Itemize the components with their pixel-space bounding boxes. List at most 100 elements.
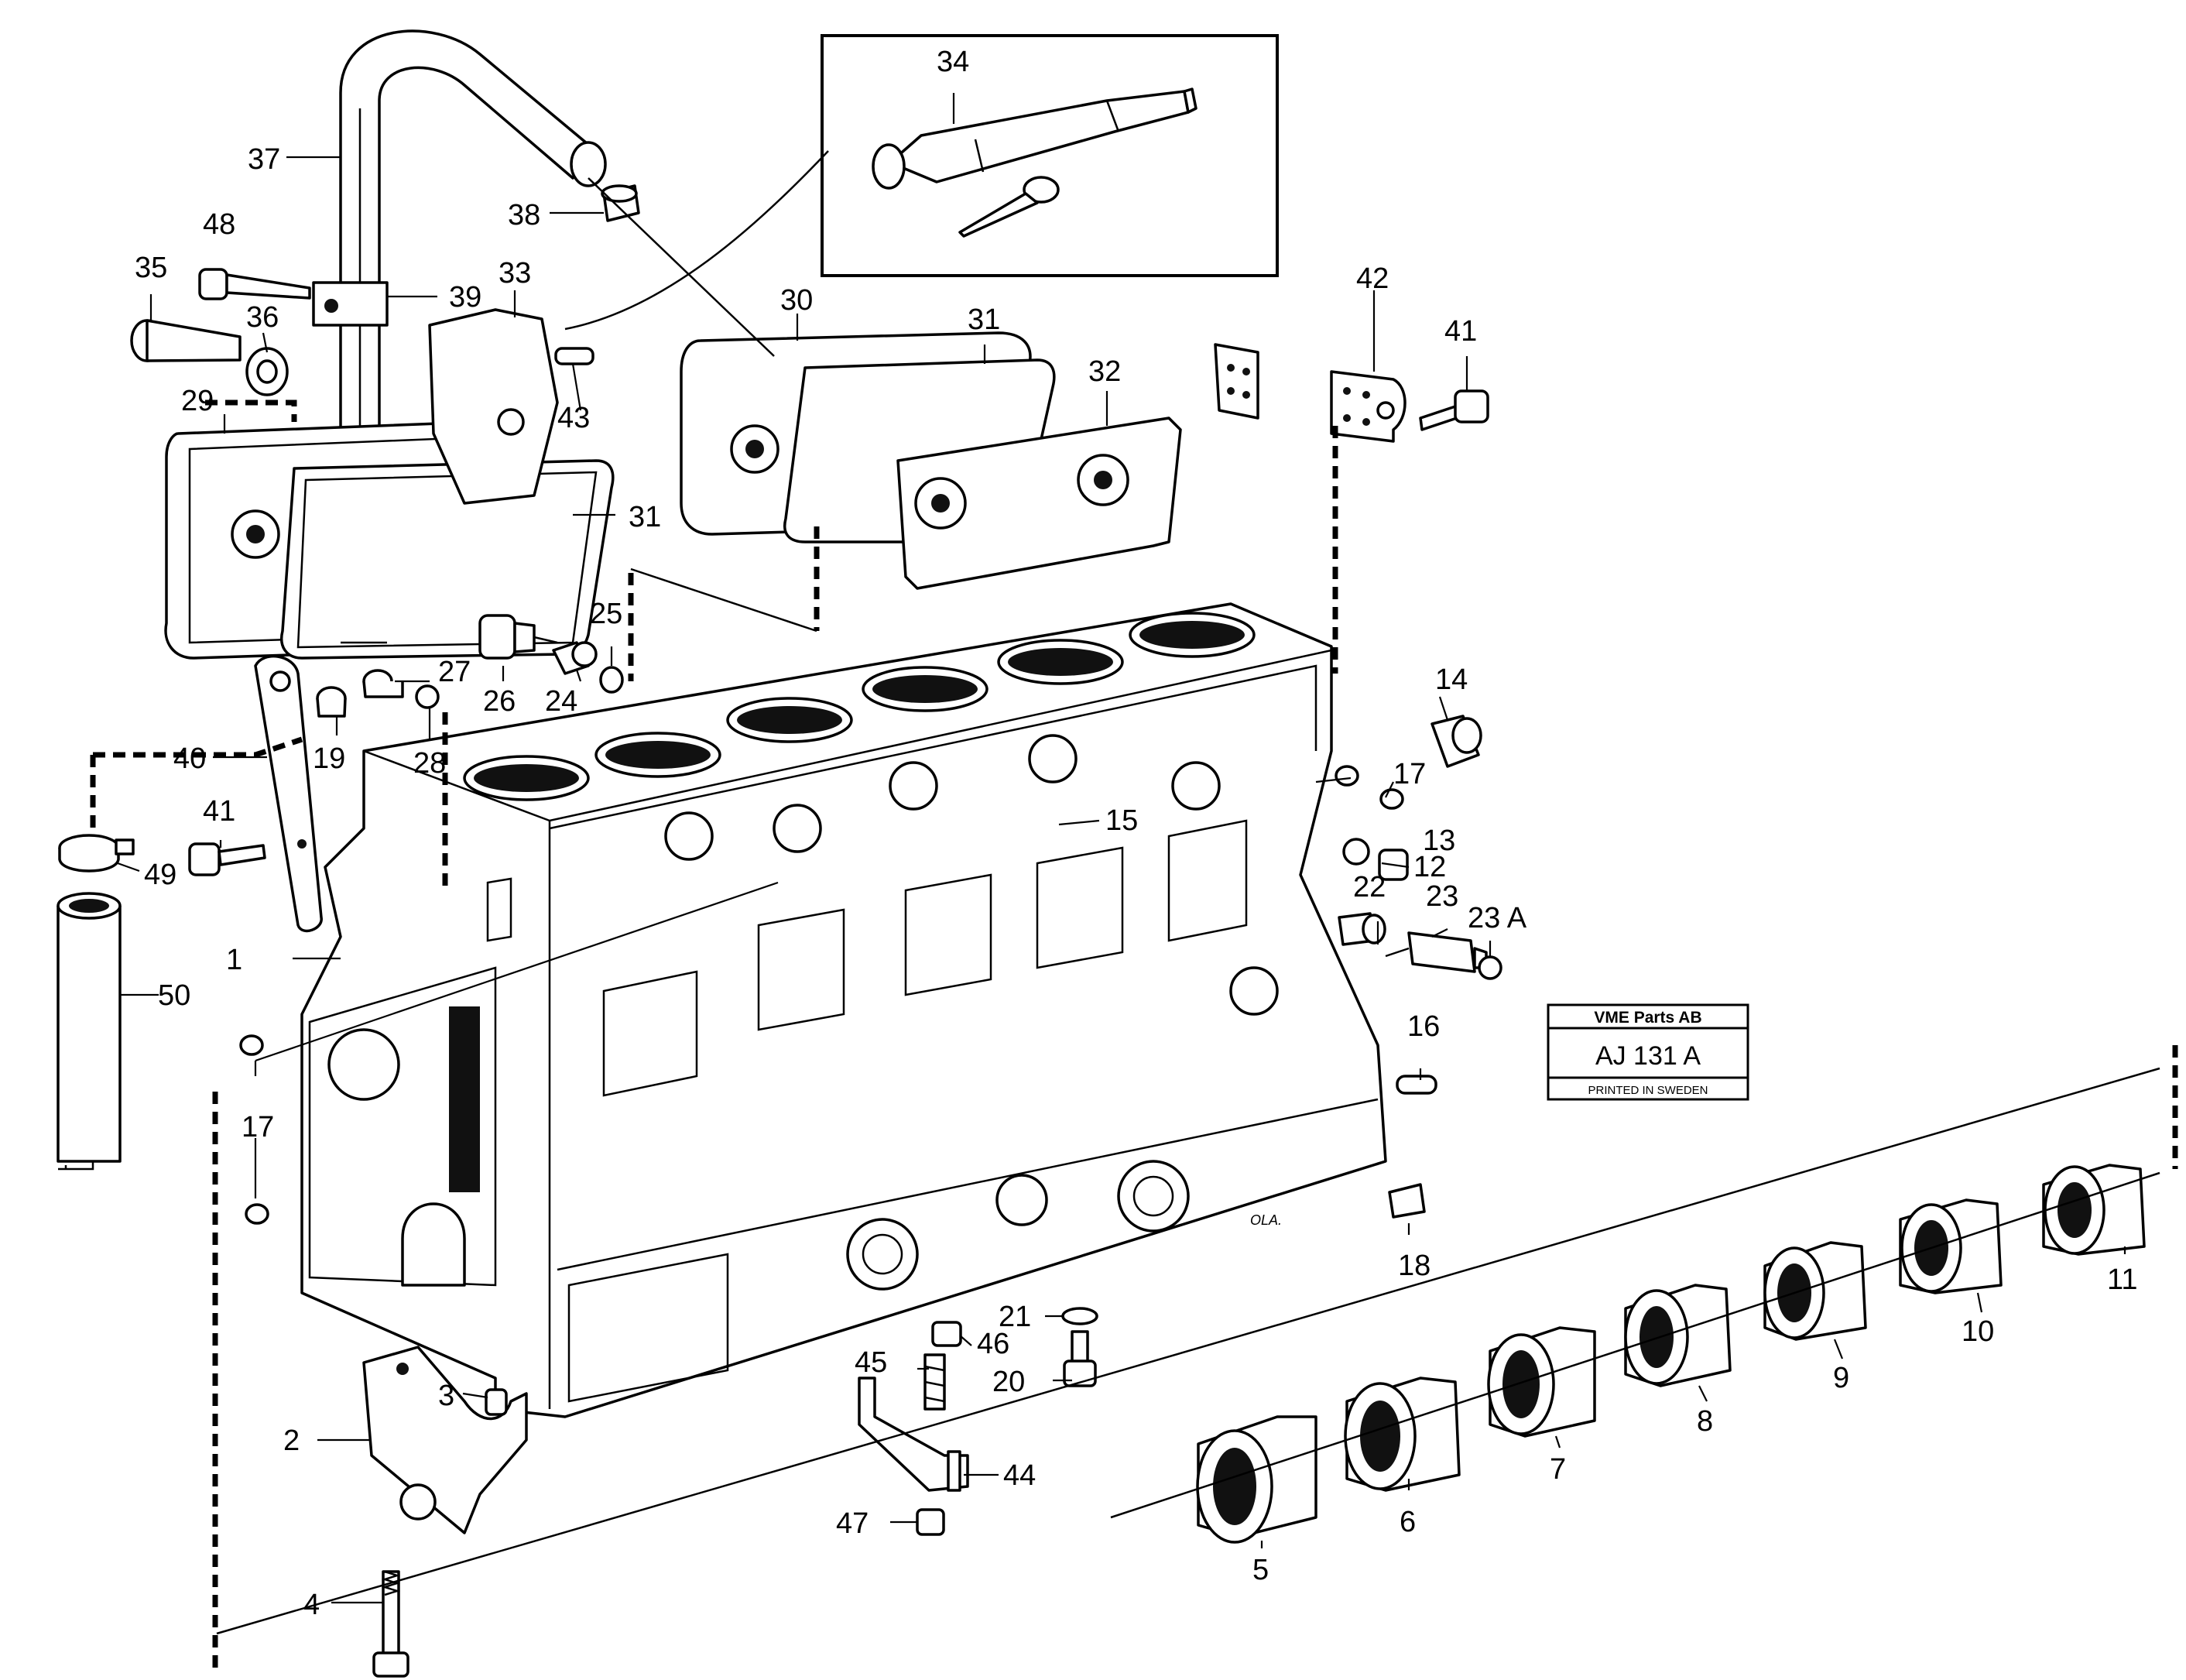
callout-43: 43 [557, 402, 590, 434]
nut-47 [916, 1508, 945, 1536]
callout-11: 11 [2107, 1263, 2137, 1296]
bushing-8 [1624, 1284, 1732, 1387]
callout-24: 24 [545, 685, 577, 718]
main-bearing-cap-2 [362, 1346, 528, 1534]
callout-9: 9 [1833, 1362, 1849, 1394]
callout-27: 27 [438, 656, 471, 688]
sensor-26 [478, 614, 558, 660]
bushing-11 [2042, 1164, 2146, 1256]
callout-26: 26 [483, 685, 516, 718]
bolt-48 [198, 268, 311, 300]
stamp-printed: PRINTED IN SWEDEN [1588, 1084, 1708, 1097]
callout-15: 15 [1105, 804, 1138, 837]
callout-22: 22 [1353, 871, 1386, 903]
inset-leader [564, 150, 829, 331]
hose-50 [57, 892, 122, 1163]
callout-7: 7 [1550, 1453, 1566, 1486]
parts-stamp: VME Parts AB AJ 131 A PRINTED IN SWEDEN [1547, 1003, 1749, 1101]
callout-14: 14 [1435, 663, 1468, 696]
callout-38: 38 [508, 199, 540, 231]
callout-39: 39 [449, 281, 481, 314]
callout-37: 37 [248, 143, 280, 176]
construction-line [216, 1067, 2160, 1635]
pin-16 [1396, 1075, 1437, 1095]
callout-41-left: 41 [203, 795, 235, 828]
callout-40: 40 [173, 742, 206, 775]
callout-17-lower: 17 [242, 1111, 274, 1143]
callout-47: 47 [836, 1507, 869, 1540]
cylinder-block [300, 602, 1387, 1418]
draftsman-signature: OLA. [1250, 1212, 1282, 1228]
assembly-dashes [90, 399, 2178, 1672]
callout-4: 4 [303, 1589, 320, 1621]
callout-44: 44 [1003, 1459, 1036, 1492]
callout-2: 2 [283, 1425, 300, 1457]
sealant-tube-drawing [872, 87, 1198, 238]
plug-18 [1388, 1183, 1426, 1219]
fitting-27 [362, 669, 404, 698]
callout-41-right: 41 [1444, 315, 1477, 348]
callout-12: 12 [1413, 851, 1446, 883]
valve-cover-33 [428, 308, 559, 505]
gasket-31-left [280, 459, 615, 660]
callout-35: 35 [135, 252, 167, 284]
callout-49: 49 [144, 859, 176, 891]
washer-21 [1061, 1307, 1098, 1325]
callout-28: 28 [413, 747, 446, 780]
bushing-9 [1763, 1241, 1867, 1341]
callout-31-left: 31 [629, 501, 661, 533]
plug-17-upper [1335, 765, 1359, 787]
dowel-3 [485, 1388, 508, 1416]
fitting-22 [1338, 912, 1386, 946]
bushing-7 [1487, 1326, 1596, 1438]
small-plate [1214, 343, 1259, 420]
callout-19: 19 [313, 742, 345, 775]
callout-31-right: 31 [968, 303, 1000, 336]
bracket-40 [254, 654, 323, 933]
callout-16: 16 [1407, 1010, 1440, 1043]
callout-10: 10 [1962, 1315, 1994, 1348]
callout-6: 6 [1400, 1506, 1416, 1538]
stamp-company: VME Parts AB [1594, 1009, 1701, 1027]
fitting-24 [552, 641, 598, 675]
cover-plate-32 [896, 417, 1182, 590]
callout-leaders [117, 93, 2126, 1604]
washer-46 [931, 1321, 962, 1347]
callout-29: 29 [181, 385, 214, 417]
callout-20: 20 [992, 1366, 1025, 1398]
plug-17-lower-top [239, 1034, 264, 1056]
callout-34: 34 [937, 46, 969, 78]
washer-28 [415, 684, 440, 709]
bushing-6 [1344, 1377, 1461, 1492]
plug-14 [1430, 715, 1482, 768]
bushing-10 [1899, 1198, 2003, 1294]
bolt-20 [1063, 1330, 1097, 1387]
callout-30: 30 [780, 284, 813, 317]
bushing-5 [1196, 1415, 1317, 1544]
stamp-code: AJ 131 A [1595, 1041, 1701, 1071]
callout-labels: 1 2 3 4 5 6 7 8 9 10 11 12 13 14 15 16 1… [135, 46, 2137, 1621]
callout-42: 42 [1356, 262, 1389, 295]
bolt-41-right [1419, 389, 1489, 431]
callout-23: 23 [1426, 880, 1458, 913]
callout-48: 48 [203, 208, 235, 241]
callout-25: 25 [590, 598, 622, 630]
sensor-23 [1385, 931, 1488, 973]
callout-46: 46 [977, 1328, 1009, 1360]
callout-5: 5 [1252, 1554, 1269, 1586]
pin-43 [554, 347, 594, 365]
bracket-44 [858, 1377, 969, 1492]
seal-ring-38 [601, 184, 640, 222]
bolt-41-left [188, 842, 266, 876]
washer-13 [1342, 838, 1370, 866]
leader-line-misc [58, 177, 817, 1171]
washer-25 [599, 666, 624, 694]
sealant-inset [821, 34, 1279, 277]
callout-3: 3 [438, 1380, 454, 1412]
cap-23a [1478, 955, 1502, 980]
pipe-clamp-39 [312, 281, 389, 327]
bolt-4 [372, 1570, 409, 1678]
callout-18: 18 [1398, 1250, 1430, 1282]
hose-clamp-49 [58, 834, 135, 873]
